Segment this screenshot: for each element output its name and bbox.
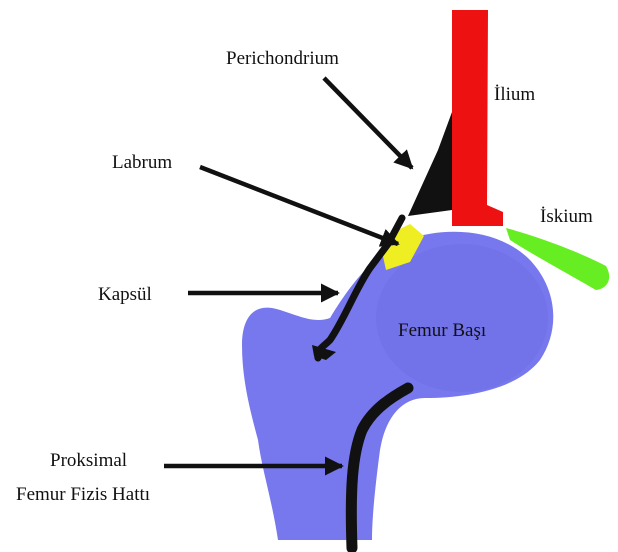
label-kapsul: Kapsül: [98, 284, 152, 305]
arrow-labrum: [200, 167, 398, 244]
ilium-shape: [452, 10, 503, 226]
perichondrium-shape: [408, 112, 452, 216]
label-iskium: İskium: [540, 206, 593, 227]
femoral-head: [376, 244, 548, 392]
label-femur-fizis: Femur Fizis Hattı: [16, 484, 150, 505]
label-labrum: Labrum: [112, 152, 172, 173]
label-proksimal: Proksimal: [50, 450, 127, 471]
arrow-perichondrium: [324, 78, 412, 168]
label-femur-basi: Femur Başı: [398, 320, 486, 341]
label-ilium: İlium: [494, 84, 535, 105]
label-perichondrium: Perichondrium: [226, 48, 339, 69]
